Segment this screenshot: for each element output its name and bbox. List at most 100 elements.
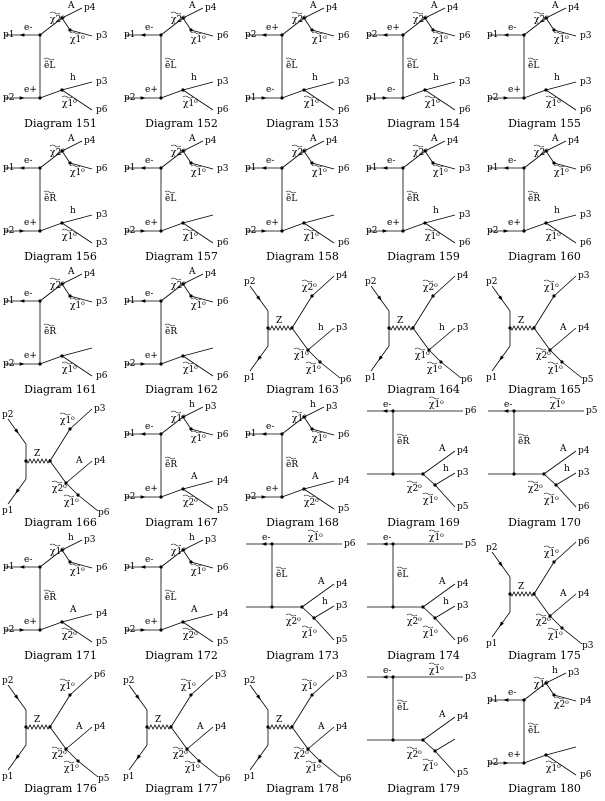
fermion-line: [281, 17, 305, 36]
fermion-line: [422, 739, 436, 752]
arrow-head: [503, 166, 509, 170]
propagator-label: e-: [508, 156, 516, 166]
propagator-label: e-: [24, 156, 32, 166]
fermion-line: [424, 222, 456, 244]
fermion-line: [553, 162, 577, 170]
fermion-line: [555, 472, 577, 486]
fermion-line: [424, 7, 446, 19]
propagator-label: ẽR: [165, 459, 177, 470]
external-momentum-label: p4: [578, 323, 590, 333]
neutralino-label: χ1⁰: [183, 99, 198, 109]
diagram-caption: Diagram 152: [145, 117, 218, 130]
fermion-line: [303, 480, 335, 490]
z-boson-label: Z: [34, 449, 40, 459]
propagator-label: ẽR: [165, 326, 177, 337]
external-momentum-label: p3: [215, 670, 227, 680]
external-momentum-label: p2: [244, 277, 256, 287]
external-momentum-label: p6: [338, 238, 350, 248]
neutralino-label: χ1⁰: [546, 764, 561, 774]
external-momentum-label: p6: [219, 774, 231, 784]
arrow-head: [135, 694, 140, 700]
tilde-mark: [533, 11, 545, 15]
fermion-line: [311, 275, 335, 297]
tilde-mark: [170, 410, 182, 414]
external-momentum-label: p5: [338, 504, 350, 514]
neutralino-label: χ2⁰: [407, 750, 422, 760]
propagator-label: ẽR: [286, 459, 298, 470]
external-momentum-label: p3: [94, 404, 106, 414]
diagram-caption: Diagram 155: [508, 117, 581, 130]
external-momentum-label: p6: [461, 375, 473, 385]
propagator-label: e-: [504, 400, 512, 410]
fermion-line: [61, 621, 93, 643]
tilde-mark: [533, 676, 545, 680]
external-momentum-label: p1: [124, 429, 136, 439]
external-momentum-label: p4: [568, 136, 580, 146]
fermion-line: [424, 140, 446, 152]
propagator-label: e+: [266, 23, 279, 33]
particle-label: A: [75, 722, 83, 732]
fermion-line: [553, 29, 577, 37]
tilde-mark: [170, 543, 182, 547]
particle-label: h: [191, 73, 197, 83]
external-momentum-label: p1: [3, 562, 15, 572]
neutralino-label: χ2⁰: [171, 148, 186, 158]
external-momentum-label: p4: [217, 476, 229, 486]
tilde-mark: [164, 190, 176, 194]
fermion-line: [533, 327, 551, 351]
fermion-line: [69, 674, 93, 696]
external-momentum-label: p2: [3, 359, 15, 369]
fermion-line: [291, 726, 309, 750]
neutralino-label: χ1⁰: [62, 99, 77, 109]
fermion-line: [291, 295, 313, 329]
diagram-caption: Diagram 164: [387, 383, 460, 396]
diagram-caption: Diagram 153: [266, 117, 339, 130]
arrow-head: [499, 621, 504, 627]
propagator-label: e+: [387, 23, 400, 33]
external-momentum-label: p1: [124, 30, 136, 40]
external-momentum-label: p6: [580, 105, 592, 115]
fermion-line: [432, 275, 456, 297]
tilde-mark: [182, 228, 194, 232]
fermion-line: [61, 347, 93, 357]
arrow-head: [257, 754, 262, 760]
fermion-line: [39, 355, 63, 365]
tilde-mark: [527, 480, 539, 484]
diagram-caption: Diagram 171: [24, 649, 97, 662]
fermion-line: [182, 17, 192, 31]
fermion-line: [49, 428, 71, 462]
arrow-head: [382, 96, 388, 100]
propagator-label: e-: [383, 666, 391, 676]
fermion-line: [190, 428, 214, 436]
fermion-line: [160, 283, 184, 302]
neutralino-label: χ1⁰: [429, 533, 444, 543]
particle-label: A: [67, 134, 75, 144]
arrow-head: [257, 355, 262, 361]
fermion-line: [61, 273, 83, 285]
external-momentum-label: p6: [338, 430, 350, 440]
propagator-label: ẽL: [528, 725, 539, 736]
external-momentum-label: p3: [580, 210, 592, 220]
fermion-line: [303, 7, 325, 19]
fermion-line: [182, 621, 214, 643]
external-momentum-label: p4: [457, 271, 469, 281]
fermion-line: [65, 460, 93, 484]
external-momentum-label: p4: [217, 609, 229, 619]
propagator-label: e+: [508, 750, 521, 760]
fermion-line: [402, 17, 426, 36]
fermion-line: [424, 81, 456, 91]
external-momentum-label: p2: [487, 226, 499, 236]
neutralino-label: χ1⁰: [312, 168, 327, 178]
diagram-caption: Diagram 151: [24, 117, 97, 130]
external-momentum-label: p2: [486, 277, 498, 287]
external-momentum-label: p3: [459, 77, 471, 87]
